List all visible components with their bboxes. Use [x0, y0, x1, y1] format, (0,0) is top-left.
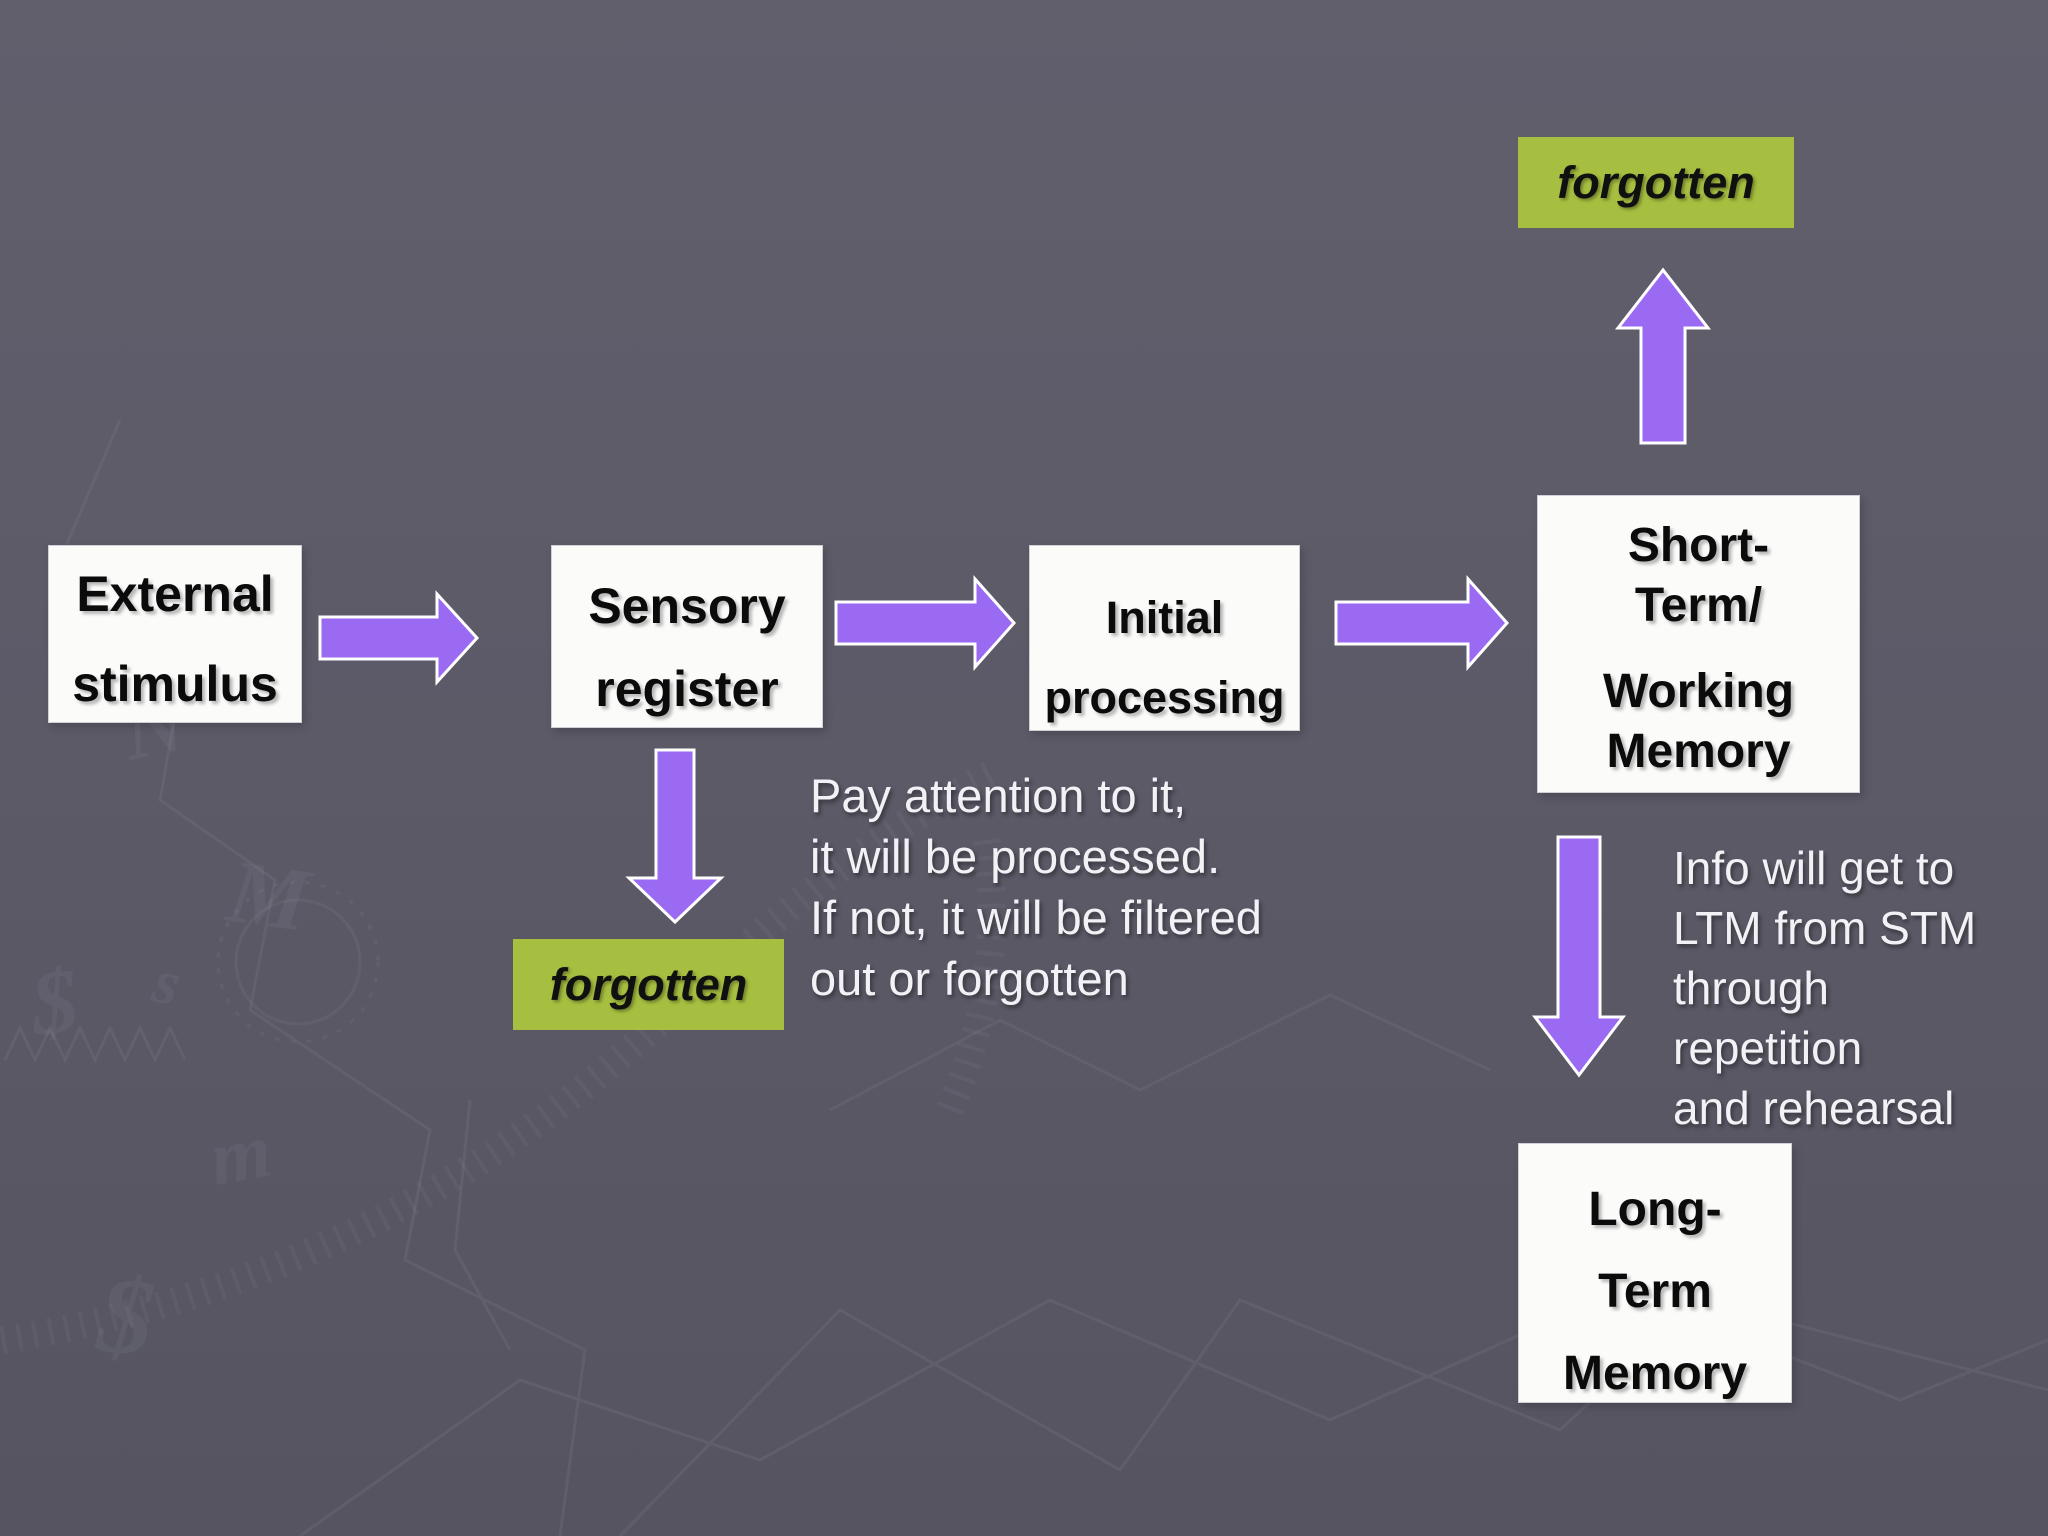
note-line: Pay attention to it, — [810, 769, 1187, 822]
node-external-stimulus: External stimulus — [48, 545, 302, 723]
coastline-lines — [3, 419, 2048, 1536]
note-line: out or forgotten — [810, 952, 1129, 1005]
compass-rose — [216, 880, 380, 1044]
node-initial-processing: Initial processing — [1029, 545, 1300, 731]
arrow-short-term-to-long-term — [1531, 835, 1627, 1078]
arrow-external-to-sensory — [318, 590, 480, 686]
note-line: If not, it will be filtered — [810, 891, 1262, 944]
arrow-initial-to-short-term — [1334, 575, 1510, 671]
node-line: Term/ — [1634, 579, 1763, 632]
arrow-sensory-to-forgotten — [625, 748, 725, 925]
node-short-term-working-memory: Short- Term/ Working Memory — [1537, 495, 1860, 793]
node-line: processing — [1044, 672, 1285, 723]
node-line: register — [595, 661, 779, 717]
node-line: Memory — [1606, 725, 1791, 778]
note-line: and rehearsal — [1673, 1082, 1955, 1134]
note-line: repetition — [1673, 1022, 1863, 1074]
node-line: Sensory — [588, 578, 786, 634]
node-line: Initial — [1105, 592, 1224, 643]
arrow-sensory-to-initial — [834, 575, 1017, 671]
node-forgotten-sensory: forgotten — [513, 939, 784, 1030]
note-attention: Pay attention to it, it will be processe… — [810, 765, 1470, 1009]
node-line: Working — [1602, 665, 1795, 718]
node-long-term-memory: Long- Term Memory — [1518, 1143, 1792, 1403]
note-line: through — [1673, 962, 1830, 1014]
forgotten-label: forgotten — [549, 958, 748, 1010]
stm-line-group: Working Memory — [1538, 662, 1859, 782]
node-line: External — [76, 566, 274, 622]
node-forgotten-top: forgotten — [1518, 137, 1794, 228]
note-rehearsal: Info will get to LTM from STM through re… — [1673, 838, 2045, 1138]
stm-line-group: Short- Term/ — [1538, 516, 1859, 636]
node-sensory-register: Sensory register — [551, 545, 823, 728]
note-line: it will be processed. — [810, 830, 1221, 883]
note-line: LTM from STM — [1673, 902, 1977, 954]
forgotten-label: forgotten — [1557, 156, 1755, 208]
svg-text:m: m — [203, 1106, 278, 1202]
node-line: stimulus — [72, 656, 278, 712]
node-line: Long- — [1588, 1183, 1722, 1236]
note-line: Info will get to — [1673, 842, 1955, 894]
svg-text:$: $ — [91, 1252, 160, 1379]
node-line: Short- — [1627, 519, 1770, 572]
railroad-bands — [0, 757, 1007, 1355]
map-letters: N M $ s m $ — [24, 674, 318, 1379]
node-line: Memory — [1562, 1347, 1748, 1400]
arrow-short-term-to-forgotten — [1614, 267, 1712, 445]
svg-text:M: M — [220, 841, 318, 951]
node-line: Term — [1598, 1265, 1712, 1318]
